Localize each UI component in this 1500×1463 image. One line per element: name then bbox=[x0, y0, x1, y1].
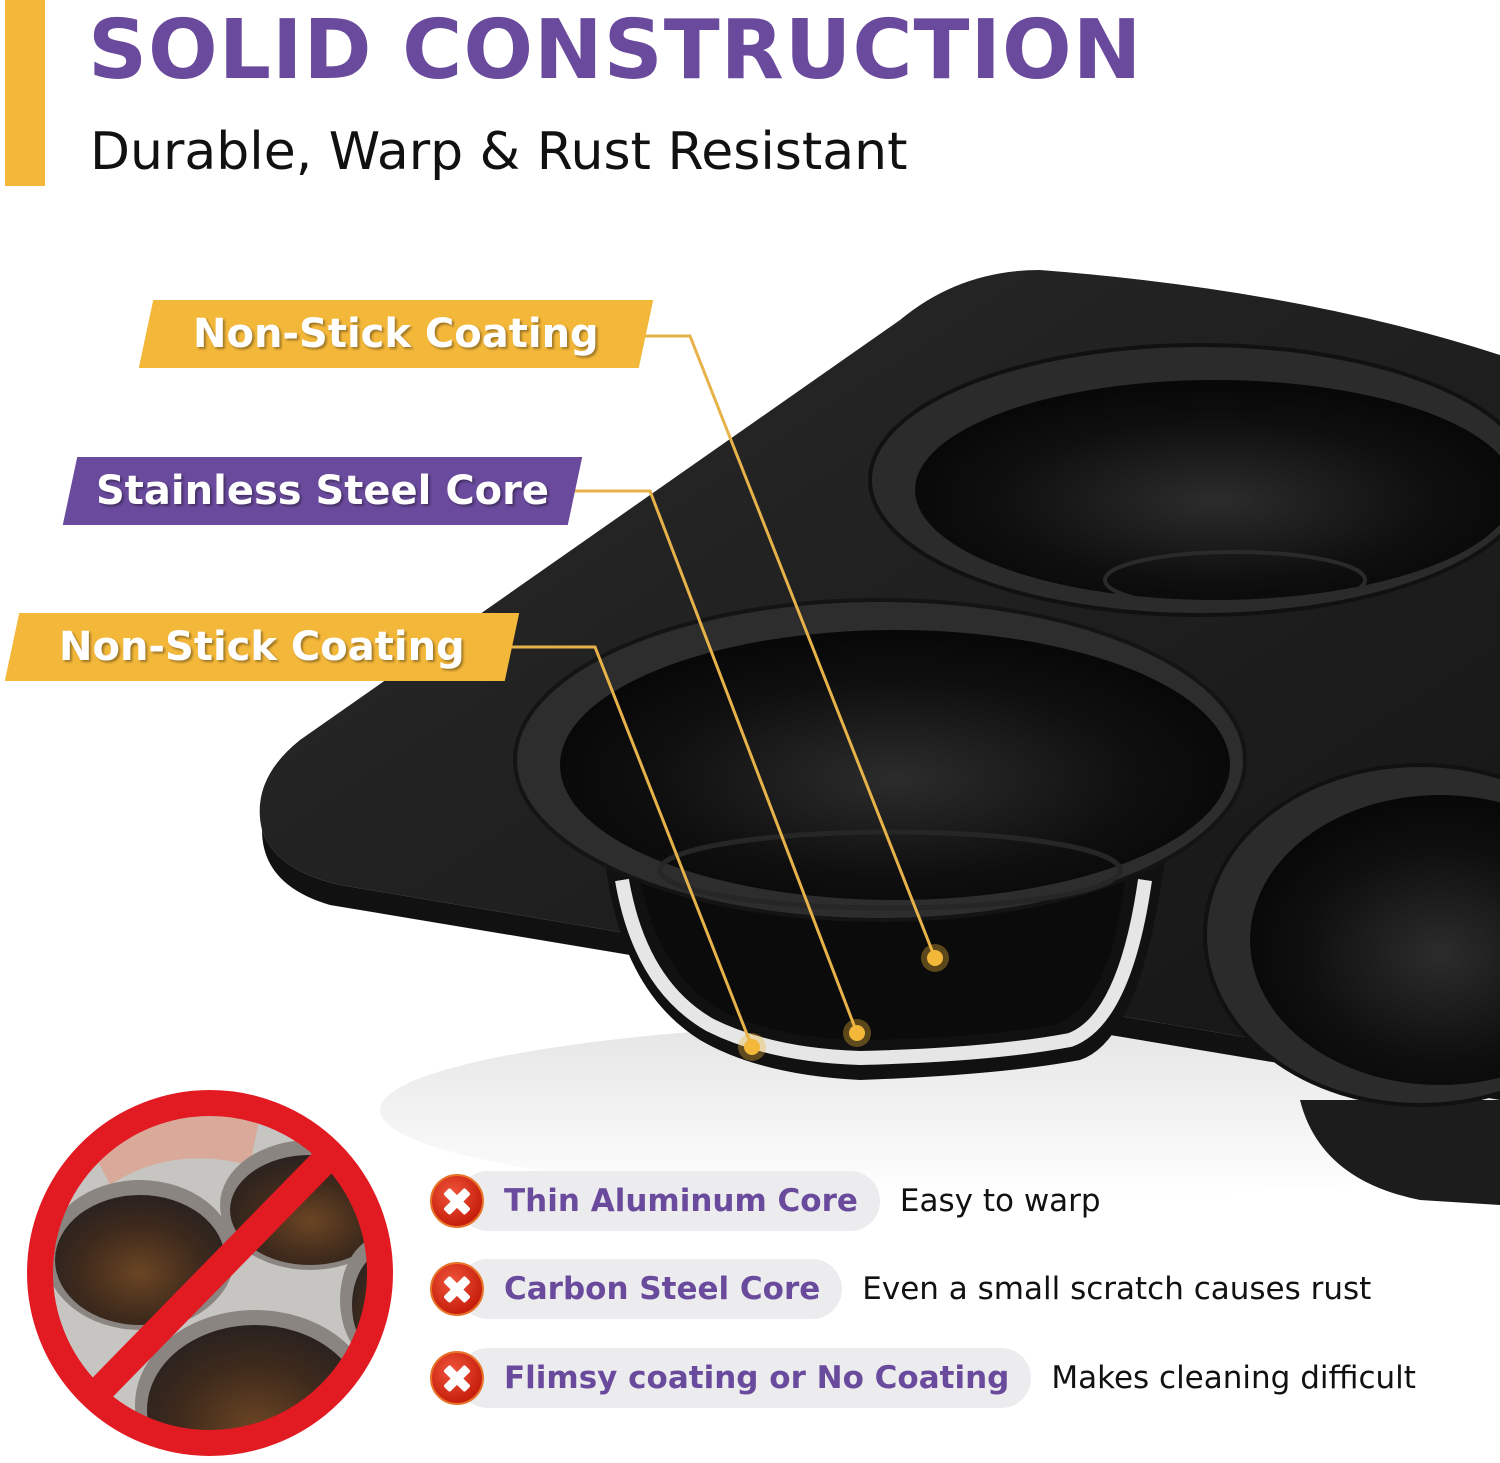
callout-non-stick-coating-top: Non-Stick Coating bbox=[138, 300, 654, 368]
page-subtitle: Durable, Warp & Rust Resistant bbox=[90, 122, 908, 182]
comparison-note: Makes cleaning difficult bbox=[1051, 1360, 1416, 1396]
x-circle-icon bbox=[430, 1351, 484, 1405]
comparison-row: Flimsy coating or No Coating Makes clean… bbox=[430, 1347, 1416, 1409]
comparison-label: Thin Aluminum Core bbox=[458, 1171, 880, 1231]
x-circle-icon bbox=[430, 1174, 484, 1228]
callout-label: Non-Stick Coating bbox=[193, 311, 599, 357]
page-title: SOLID CONSTRUCTION bbox=[88, 3, 1143, 98]
comparison-row: Thin Aluminum Core Easy to warp bbox=[430, 1170, 1101, 1232]
no-sign-icon bbox=[27, 1090, 393, 1456]
callout-stainless-steel-core: Stainless Steel Core bbox=[62, 457, 583, 525]
leader-dots bbox=[738, 944, 949, 1061]
callout-label: Non-Stick Coating bbox=[59, 624, 465, 670]
accent-bar bbox=[5, 0, 45, 186]
comparison-label: Flimsy coating or No Coating bbox=[458, 1348, 1032, 1408]
callout-label: Stainless Steel Core bbox=[95, 468, 549, 514]
x-circle-icon bbox=[430, 1262, 484, 1316]
comparison-row: Carbon Steel Core Even a small scratch c… bbox=[430, 1258, 1371, 1320]
comparison-label: Carbon Steel Core bbox=[458, 1259, 843, 1319]
callout-non-stick-coating-bottom: Non-Stick Coating bbox=[4, 613, 520, 681]
leader-lines bbox=[505, 334, 937, 1048]
comparison-note: Even a small scratch causes rust bbox=[862, 1271, 1372, 1307]
comparison-note: Easy to warp bbox=[899, 1183, 1101, 1219]
